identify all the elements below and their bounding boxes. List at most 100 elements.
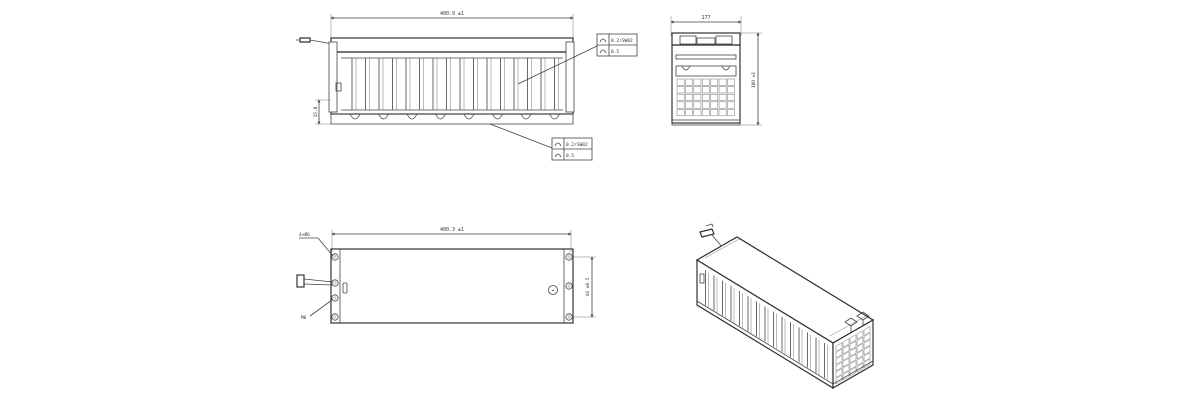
top-battery-outline: + [330, 248, 574, 324]
iso-grid-cell [849, 353, 857, 364]
front-base-feet [349, 113, 560, 120]
iso-grid-cell [842, 351, 850, 361]
front-view: 400.9 ±1 15.8 [296, 11, 638, 161]
iso-grid-cell [849, 347, 857, 357]
grid-cell [676, 109, 685, 117]
lower-surface-callout: 0.2/SW02 0.5 [489, 123, 593, 161]
terminal-thread-label: M6 [301, 315, 307, 321]
iso-grid-cell [835, 348, 843, 359]
grid-cell [685, 93, 693, 101]
terminal-thread-callout: M6 [301, 299, 333, 321]
iso-grid-cell [863, 326, 871, 336]
grid-cell [718, 86, 727, 94]
isometric-view [695, 223, 875, 390]
mounting-hole-tl [331, 253, 339, 261]
roughness-symbol-icon [599, 38, 607, 43]
mounting-hole-tr [565, 253, 573, 261]
base-foot [549, 113, 560, 120]
upper-roughness-label: 0.2/SW02 [611, 38, 633, 44]
iso-grid-cell [842, 364, 850, 374]
iso-grid-cell [842, 344, 850, 355]
grid-cell [693, 109, 702, 117]
grid-cell [693, 101, 702, 109]
grid-cell [718, 78, 727, 86]
iso-grid-cell [856, 343, 864, 353]
front-length-label: 400.9 ±1 [440, 11, 464, 17]
side-cell-grid [676, 78, 735, 117]
negative-terminal-slot [342, 282, 348, 294]
polarity-symbol: + [551, 288, 554, 294]
roughness-symbol-icon [554, 142, 562, 147]
lower-flatness-label: 0.5 [566, 153, 574, 159]
iso-grid-cell [835, 368, 843, 378]
side-width-dimension: 177 [670, 15, 742, 36]
hole-callout: 4×Ø6 [299, 231, 334, 257]
grid-cell [727, 86, 735, 94]
positive-terminal-icon [548, 285, 558, 295]
base-foot [463, 113, 475, 120]
grid-cell [685, 86, 693, 94]
flatness-symbol-icon [554, 153, 562, 158]
iso-grid-cell [856, 349, 864, 360]
iso-grid-cell [849, 340, 857, 351]
cable-lug [296, 274, 334, 288]
grid-cell [685, 109, 693, 117]
grid-cell [676, 93, 685, 101]
grid-cell [685, 78, 693, 86]
grid-cell [701, 109, 710, 117]
top-view: 400.3 ±1 4×Ø6 + [296, 227, 596, 324]
iso-grid-cell [849, 360, 857, 370]
iso-grid-cell [835, 342, 843, 352]
iso-grid-cell [863, 345, 871, 356]
top-pitch-dimension: 44 ±0.5 [572, 256, 596, 318]
flatness-symbol-icon [599, 49, 607, 54]
front-terminal-lead [296, 37, 334, 45]
terminal-left-lower [331, 294, 339, 302]
iso-grid-cell [863, 332, 871, 343]
base-foot [520, 113, 532, 120]
terminal-right [565, 282, 573, 290]
side-width-label: 177 [701, 15, 710, 21]
base-foot [492, 113, 503, 120]
side-height-label: 109 ±1 [751, 72, 757, 89]
grid-cell [710, 78, 719, 86]
grid-cell [710, 101, 719, 109]
base-foot [349, 113, 361, 120]
grid-cell [718, 101, 727, 109]
iso-grid-cell [842, 338, 850, 348]
grid-cell [701, 93, 710, 101]
front-height-label: 15.8 [313, 106, 319, 117]
hole-label: 4×Ø6 [299, 231, 310, 238]
side-view: 177 109 ±1 [670, 15, 762, 126]
base-foot [378, 113, 389, 120]
iso-terminal-posts [844, 311, 870, 332]
grid-cell [693, 86, 702, 94]
grid-cell [718, 93, 727, 101]
front-height-dimension: 15.8 [313, 99, 331, 125]
side-height-dimension: 109 ±1 [741, 32, 762, 126]
iso-terminal-lead [699, 223, 723, 248]
grid-cell [701, 78, 710, 86]
base-foot [435, 113, 446, 120]
mounting-hole-br [565, 313, 573, 321]
grid-cell [676, 101, 685, 109]
grid-cell [701, 86, 710, 94]
grid-cell [718, 109, 727, 117]
iso-grid-cell [856, 336, 864, 347]
grid-cell [693, 78, 702, 86]
side-battery-body [671, 32, 741, 126]
iso-grid-cell [856, 330, 864, 340]
iso-cell-ribs [705, 270, 828, 380]
base-foot [406, 113, 418, 120]
upper-surface-callout: 0.2/SW02 0.5 [517, 33, 638, 85]
terminal-left-upper [331, 279, 339, 287]
grid-cell [676, 78, 685, 86]
grid-cell [710, 109, 719, 117]
grid-cell [676, 86, 685, 94]
grid-cell [693, 93, 702, 101]
grid-cell [701, 101, 710, 109]
top-length-label: 400.3 ±1 [440, 227, 464, 233]
grid-cell [727, 78, 735, 86]
front-battery-body [328, 37, 575, 125]
